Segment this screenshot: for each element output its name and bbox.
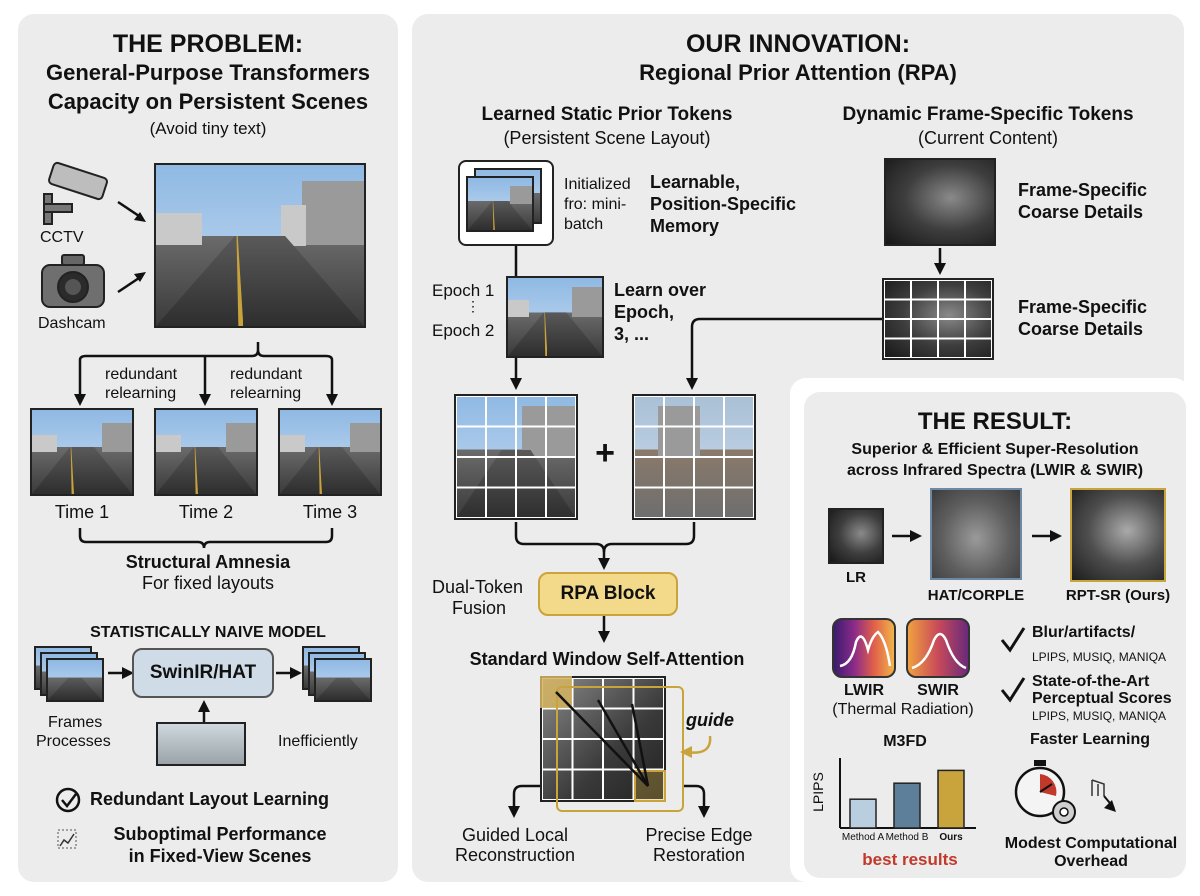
- bar-label-method-a: Method A: [841, 832, 885, 843]
- result-sub-line1: Superior & Efficient Super-Resolution: [851, 441, 1139, 458]
- epoch-dots: ⋮: [466, 298, 480, 314]
- epoch-2-label: Epoch 2: [432, 321, 495, 340]
- dual-token-line1: Dual-Token: [432, 577, 524, 597]
- bullet-redundant-layout: Redundant Layout Learning: [90, 789, 330, 809]
- learnable-line2: Position-Specific: [650, 194, 797, 214]
- processes-label: Processes: [36, 733, 111, 750]
- swinir-hat-box: SwinIR/HAT: [132, 648, 274, 698]
- redundant-label-1: redundant: [105, 366, 178, 383]
- glr-line1: Guided Local: [461, 825, 569, 845]
- problem-title-line1: General-Purpose Transformers: [45, 60, 370, 85]
- result-sub-line2: across Infrared Spectra (LWIR & SWIR): [846, 462, 1144, 479]
- chart-ylabel: LPIPS: [809, 772, 826, 812]
- prior-stack-front: [466, 176, 534, 232]
- static-grid-image: [454, 394, 578, 520]
- fs1-line1: Frame-Specific: [1018, 180, 1148, 200]
- swinir-hat-label: SwinIR/HAT: [149, 662, 257, 683]
- swir-label: SWIR: [917, 682, 959, 699]
- dual-token-line2: Fusion: [452, 598, 507, 618]
- check2-sub: LPIPS, MUSIQ, MANIQA: [1032, 709, 1167, 723]
- main-scene-image: [154, 163, 366, 328]
- fs1-line2: Coarse Details: [1018, 202, 1144, 222]
- learn-line3: 3, ...: [614, 324, 650, 344]
- learn-line2: Epoch,: [614, 302, 675, 322]
- learnable-line1: Learnable,: [650, 172, 741, 192]
- inefficiently-label: Inefficiently: [278, 733, 358, 750]
- dashcam-label: Dashcam: [38, 315, 106, 332]
- static-subtitle: (Persistent Scene Layout): [503, 128, 711, 148]
- time-3-image: [278, 408, 382, 496]
- static-title: Learned Static Prior Tokens: [481, 104, 733, 125]
- faster-learning-label: Faster Learning: [1029, 731, 1151, 748]
- hat-label: HAT/CORPLE: [927, 587, 1025, 604]
- time-1-label: Time 1: [54, 502, 110, 522]
- lr-label: LR: [846, 569, 866, 586]
- epoch-scene-image: [506, 276, 604, 358]
- modest-line2: Overhead: [1054, 853, 1128, 870]
- time-2-label: Time 2: [178, 502, 234, 522]
- relearning-label-2: relearning: [230, 385, 302, 402]
- lwir-label: LWIR: [844, 682, 884, 699]
- innovation-title: Regional Prior Attention (RPA): [639, 60, 957, 85]
- dynamic-title: Dynamic Frame-Specific Tokens: [842, 104, 1134, 125]
- bullet-suboptimal-line2: in Fixed-View Scenes: [128, 846, 312, 866]
- dynamic-subtitle: (Current Content): [917, 128, 1059, 148]
- per-line1: Precise Edge: [645, 825, 753, 845]
- redundant-label-2: redundant: [230, 366, 303, 383]
- rpa-block-label: RPA Block: [560, 583, 656, 604]
- time-2-image: [154, 408, 258, 496]
- swsa-title: Standard Window Self-Attention: [469, 649, 745, 669]
- problem-title-line2: Capacity on Persistent Scenes: [47, 89, 369, 114]
- frames-stack-front: [46, 658, 104, 702]
- frames-label: Frames: [48, 714, 103, 731]
- check2-line1: State-of-the-Art: [1032, 673, 1150, 690]
- rpt-label: RPT-SR (Ours): [1065, 587, 1171, 604]
- naive-model-title: STATISTICALLY NAIVE MODEL: [90, 624, 326, 641]
- structural-amnesia: Structural Amnesia: [125, 552, 291, 572]
- best-results-label: best results: [862, 850, 958, 869]
- learnable-line3: Memory: [650, 216, 720, 236]
- bar-label-method-b: Method B: [885, 832, 929, 843]
- init-line2: fro: mini-: [564, 196, 627, 213]
- output-stack-front: [314, 658, 372, 702]
- lwir-spectrum-icon: [832, 618, 896, 678]
- relearning-label-1: relearning: [105, 385, 177, 402]
- plus-sign: +: [595, 434, 615, 472]
- thermal-label: (Thermal Radiation): [832, 701, 974, 718]
- check1-label: Blur/artifacts/: [1032, 624, 1136, 641]
- rpa-block: RPA Block: [538, 572, 678, 616]
- check1-sub: LPIPS, MUSIQ, MANIQA: [1032, 650, 1167, 664]
- hat-image: [930, 488, 1022, 580]
- per-line2: Restoration: [652, 845, 746, 865]
- modest-line1: Modest Computational: [1004, 835, 1178, 852]
- bar-label-ours: Ours: [939, 832, 963, 843]
- init-line3: batch: [564, 216, 604, 233]
- chart-title: M3FD: [883, 733, 927, 750]
- epoch-1-label: Epoch 1: [432, 281, 495, 300]
- lr-image: [828, 508, 884, 564]
- innovation-heading: OUR INNOVATION:: [685, 30, 911, 58]
- init-line1: Initialized: [564, 176, 631, 193]
- swir-spectrum-icon: [906, 618, 970, 678]
- glr-line2: Reconstruction: [454, 845, 576, 865]
- time-3-label: Time 3: [302, 502, 358, 522]
- ir-grid-image: [882, 278, 994, 360]
- check2-line2: Perceptual Scores: [1032, 690, 1172, 707]
- learn-line1: Learn over: [614, 280, 707, 300]
- bullet-suboptimal-line1: Suboptimal Performance: [113, 824, 327, 844]
- problem-note: (Avoid tiny text): [149, 119, 267, 138]
- rpt-image: [1070, 488, 1166, 582]
- amnesia-subtitle: For fixed layouts: [141, 573, 275, 593]
- cctv-label: CCTV: [40, 229, 84, 246]
- dynamic-grid-image: [632, 394, 756, 520]
- problem-heading: THE PROBLEM:: [112, 30, 304, 58]
- guide-label: guide: [686, 710, 734, 730]
- fs2-line1: Frame-Specific: [1018, 297, 1148, 317]
- input-frames-small: [156, 722, 246, 766]
- guide-frame: [556, 686, 684, 812]
- fs2-line2: Coarse Details: [1018, 319, 1144, 339]
- time-1-image: [30, 408, 134, 496]
- result-heading: THE RESULT:: [917, 408, 1073, 435]
- ir-frame-image: [884, 158, 996, 246]
